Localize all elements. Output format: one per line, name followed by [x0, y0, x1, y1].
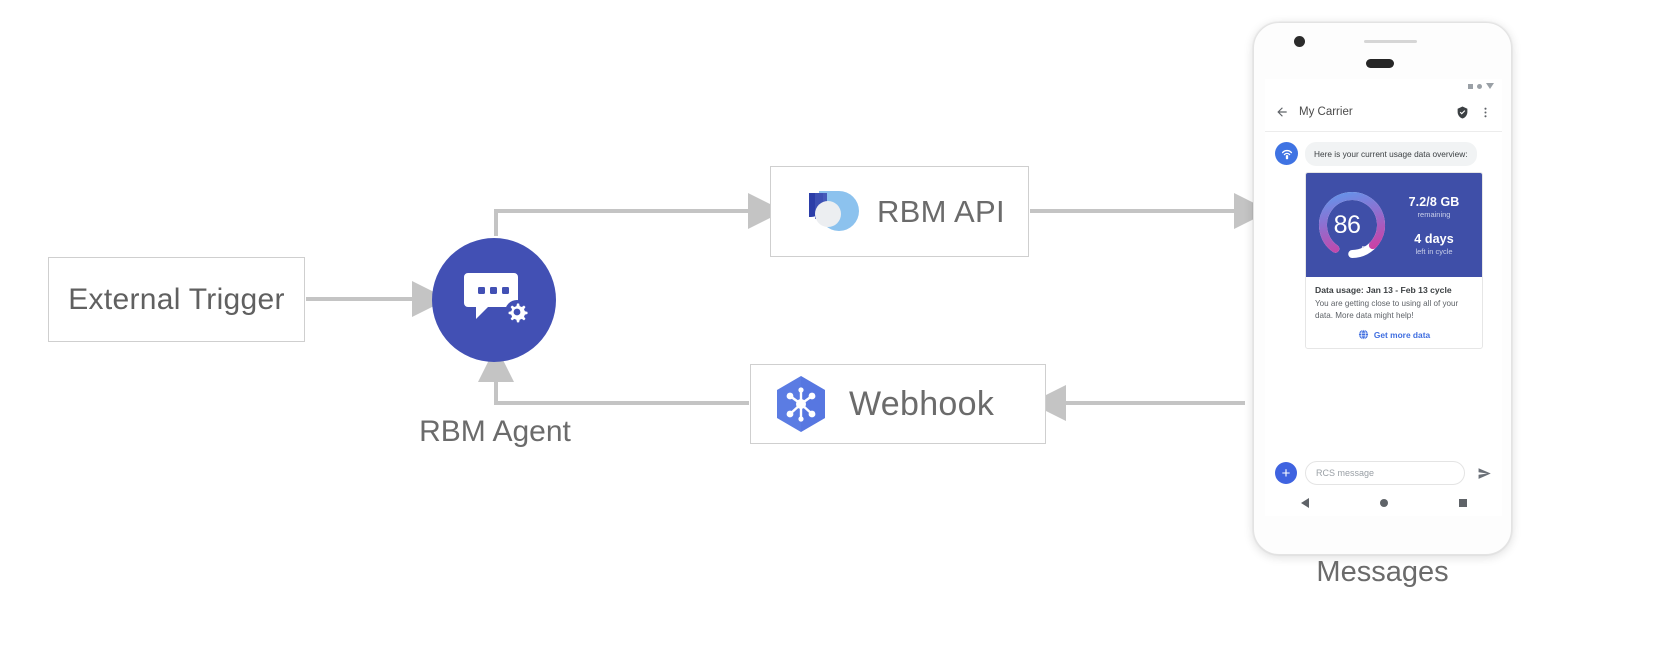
phone-top-bezel [1254, 23, 1511, 79]
back-arrow-icon[interactable] [1275, 105, 1289, 119]
stat-days-left-value: 4 days [1414, 231, 1454, 246]
stat-days-left: 4 days left in cycle [1396, 232, 1472, 256]
stat-data-remaining-value: 7.2/8 GB [1408, 194, 1460, 209]
rbm-agent-circle [432, 238, 556, 362]
phone-mockup: My Carrier [1253, 22, 1512, 555]
incoming-message-row: Here is your current usage data overview… [1275, 142, 1492, 167]
attach-plus-button[interactable]: + [1275, 462, 1297, 484]
rich-card-body: Data usage: Jan 13 - Feb 13 cycle You ar… [1306, 277, 1482, 348]
gauge-value: 86 [1333, 210, 1361, 239]
rich-card-description: You are getting close to using all of yo… [1315, 299, 1459, 320]
carrier-antenna-icon [1281, 149, 1292, 159]
rich-card-hero: 86 % 7.2/8 GB remaining 4 days lef [1306, 173, 1482, 278]
rcs-message-input[interactable]: RCS message [1305, 461, 1465, 485]
data-usage-gauge: 86 % [1314, 187, 1390, 263]
rich-card-title: Data usage: Jan 13 - Feb 13 cycle [1315, 285, 1452, 296]
stat-data-remaining: 7.2/8 GB remaining [1396, 195, 1472, 219]
hero-stats: 7.2/8 GB remaining 4 days left in cycle [1396, 195, 1472, 256]
phone-caption: Messages [1316, 556, 1449, 588]
battery-icon [1486, 83, 1494, 89]
rbm-api-logo-icon [807, 190, 859, 231]
connector-webhook-to-agent [478, 346, 749, 405]
earpiece-speaker [1366, 59, 1394, 68]
get-more-data-button[interactable]: Get more data [1315, 329, 1473, 342]
node-rbm-api[interactable]: RBM API [770, 166, 1029, 257]
globe-icon [1358, 330, 1368, 340]
stat-data-remaining-label: remaining [1417, 209, 1451, 219]
android-home-icon[interactable] [1379, 499, 1388, 507]
message-thread: Here is your current usage data overview… [1265, 132, 1502, 350]
android-recents-icon[interactable] [1458, 499, 1467, 507]
message-composer: + RCS message [1265, 461, 1502, 485]
gauge-text: 86 % [1314, 187, 1390, 263]
chat-gear-icon [464, 273, 528, 324]
front-camera-icon [1294, 36, 1305, 47]
signal-icon [1468, 83, 1473, 89]
rcs-message-placeholder: RCS message [1316, 468, 1375, 478]
avatar [1275, 142, 1298, 165]
cloud-functions-hexagon-icon [777, 376, 825, 432]
rich-card[interactable]: 86 % 7.2/8 GB remaining 4 days lef [1305, 172, 1483, 350]
message-bubble: Here is your current usage data overview… [1305, 142, 1477, 167]
get-more-data-label: Get more data [1373, 329, 1431, 340]
overflow-menu-icon[interactable] [1479, 106, 1492, 119]
rbm-api-label: RBM API [877, 193, 1005, 229]
app-bar: My Carrier [1265, 93, 1502, 132]
node-rbm-agent[interactable] [432, 238, 556, 362]
connector-agent-to-rbm-api [494, 193, 784, 236]
node-webhook[interactable]: Webhook [750, 364, 1046, 444]
webhook-label: Webhook [849, 384, 995, 423]
android-back-icon[interactable] [1300, 498, 1309, 508]
rbm-agent-caption: RBM Agent [419, 415, 571, 448]
gauge-unit: % [1361, 245, 1371, 257]
plus-icon: + [1281, 464, 1291, 482]
status-bar [1265, 79, 1502, 93]
phone-screen: My Carrier [1265, 79, 1502, 516]
sensor-bar [1364, 40, 1417, 43]
stat-days-left-label: left in cycle [1415, 246, 1453, 256]
app-bar-title: My Carrier [1299, 106, 1353, 118]
wifi-icon [1477, 83, 1482, 89]
android-nav-bar [1265, 490, 1502, 516]
node-external-trigger[interactable]: External Trigger [48, 257, 305, 342]
external-trigger-label: External Trigger [68, 282, 285, 316]
verified-shield-icon[interactable] [1456, 106, 1469, 119]
send-icon[interactable] [1477, 466, 1492, 481]
